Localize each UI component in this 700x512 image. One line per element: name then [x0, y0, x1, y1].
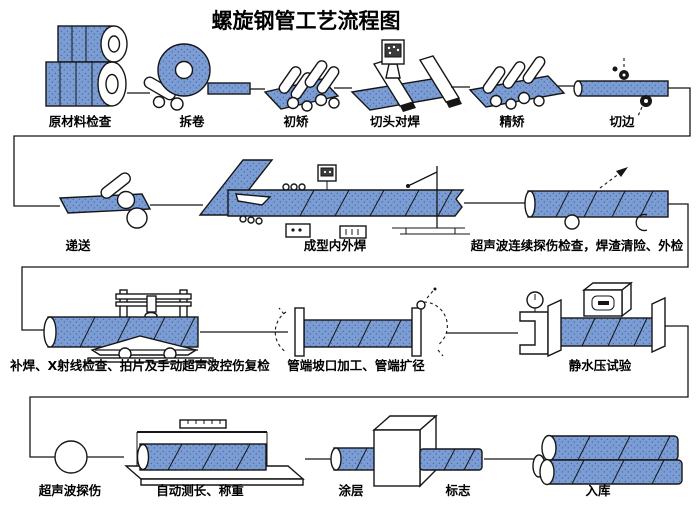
stage-label: 拆卷	[179, 114, 205, 129]
butt-welder-icon	[350, 39, 462, 112]
stage-ultrasonic-continuous-inspection: 超声波连续探伤检查，焊渣清险、外检	[470, 167, 684, 253]
spiral-pipe-icon	[524, 167, 669, 232]
page-title: 螺旋钢管工艺流程图	[212, 9, 401, 33]
stage-coating: 涂层	[330, 414, 483, 498]
stage-uncoiling: 拆卷	[143, 43, 251, 129]
spiral-forming-machine-icon	[198, 159, 470, 239]
steel-coils-icon	[45, 25, 128, 107]
stage-initial-straightening: 初矫	[263, 60, 340, 129]
edge-trimmer-icon	[573, 58, 669, 117]
flow-connector-row2-to-row3	[21, 203, 689, 331]
stage-label: 自动测长、称重	[156, 483, 244, 498]
stage-label: 补焊、X射线检查、拍片及手动超声波控伤复检	[9, 358, 270, 373]
fine-straightening-rollers-icon	[468, 56, 566, 110]
stage-label: 标志	[444, 483, 471, 498]
stage-label: 切边	[609, 114, 635, 129]
coating-box-icon	[330, 414, 483, 488]
flow-connector-row1-to-row2	[13, 87, 691, 207]
end-beveling-machine-icon	[274, 287, 448, 357]
stage-raw-material-inspection: 原材料检查	[45, 25, 128, 129]
stage-fine-straightening: 精矫	[468, 56, 566, 129]
stage-label: 精矫	[499, 114, 525, 129]
straightening-rollers-icon	[263, 60, 340, 112]
stage-repair-xray-recheck: 补焊、X射线检查、拍片及手动超声波控伤复检	[9, 289, 270, 373]
stage-label: 入库	[585, 483, 611, 498]
uncoiler-icon	[143, 43, 251, 111]
stage-auto-length-weighing: 自动测长、称重	[124, 419, 305, 498]
stage-label: 管端坡口加工、管端扩径	[287, 358, 425, 373]
stage-label: 静水压试验	[569, 358, 632, 373]
stage-label: 成型内外焊	[304, 238, 367, 253]
stage-label: 超声波连续探伤检查，焊渣清险、外检	[470, 238, 684, 253]
stage-head-cut-butt-weld: 切头对焊	[350, 39, 462, 129]
stage-marking: 标志	[444, 483, 471, 498]
weighing-platform-icon	[124, 419, 305, 486]
xray-gantry-trolley-icon	[43, 289, 214, 363]
stage-edge-trimming: 切边	[573, 58, 669, 129]
stage-label: 切头对焊	[370, 114, 421, 129]
stage-hydrostatic-test: 静水压试验	[519, 281, 666, 373]
flow-connector-row3-to-row4	[29, 325, 689, 458]
stage-forming-welding: 成型内外焊	[198, 159, 470, 253]
hydrostatic-tester-icon	[519, 281, 666, 358]
stage-ultrasonic-flaw-detection: 超声波探伤	[38, 440, 102, 498]
stage-label: 超声波探伤	[38, 483, 102, 498]
stacked-pipes-icon	[532, 434, 683, 486]
stage-label: 原材料检查	[49, 114, 112, 129]
pinch-rolls-icon	[58, 172, 152, 229]
stage-label: 初矫	[283, 114, 309, 129]
stage-warehousing: 入库	[532, 434, 683, 498]
stage-label: 涂层	[338, 483, 364, 498]
stage-pipe-end-beveling: 管端坡口加工、管端扩径	[274, 287, 448, 373]
stage-feeding: 递送	[58, 172, 152, 253]
stage-label: 递送	[65, 238, 91, 253]
flaw-detector-circle-icon	[54, 440, 88, 474]
